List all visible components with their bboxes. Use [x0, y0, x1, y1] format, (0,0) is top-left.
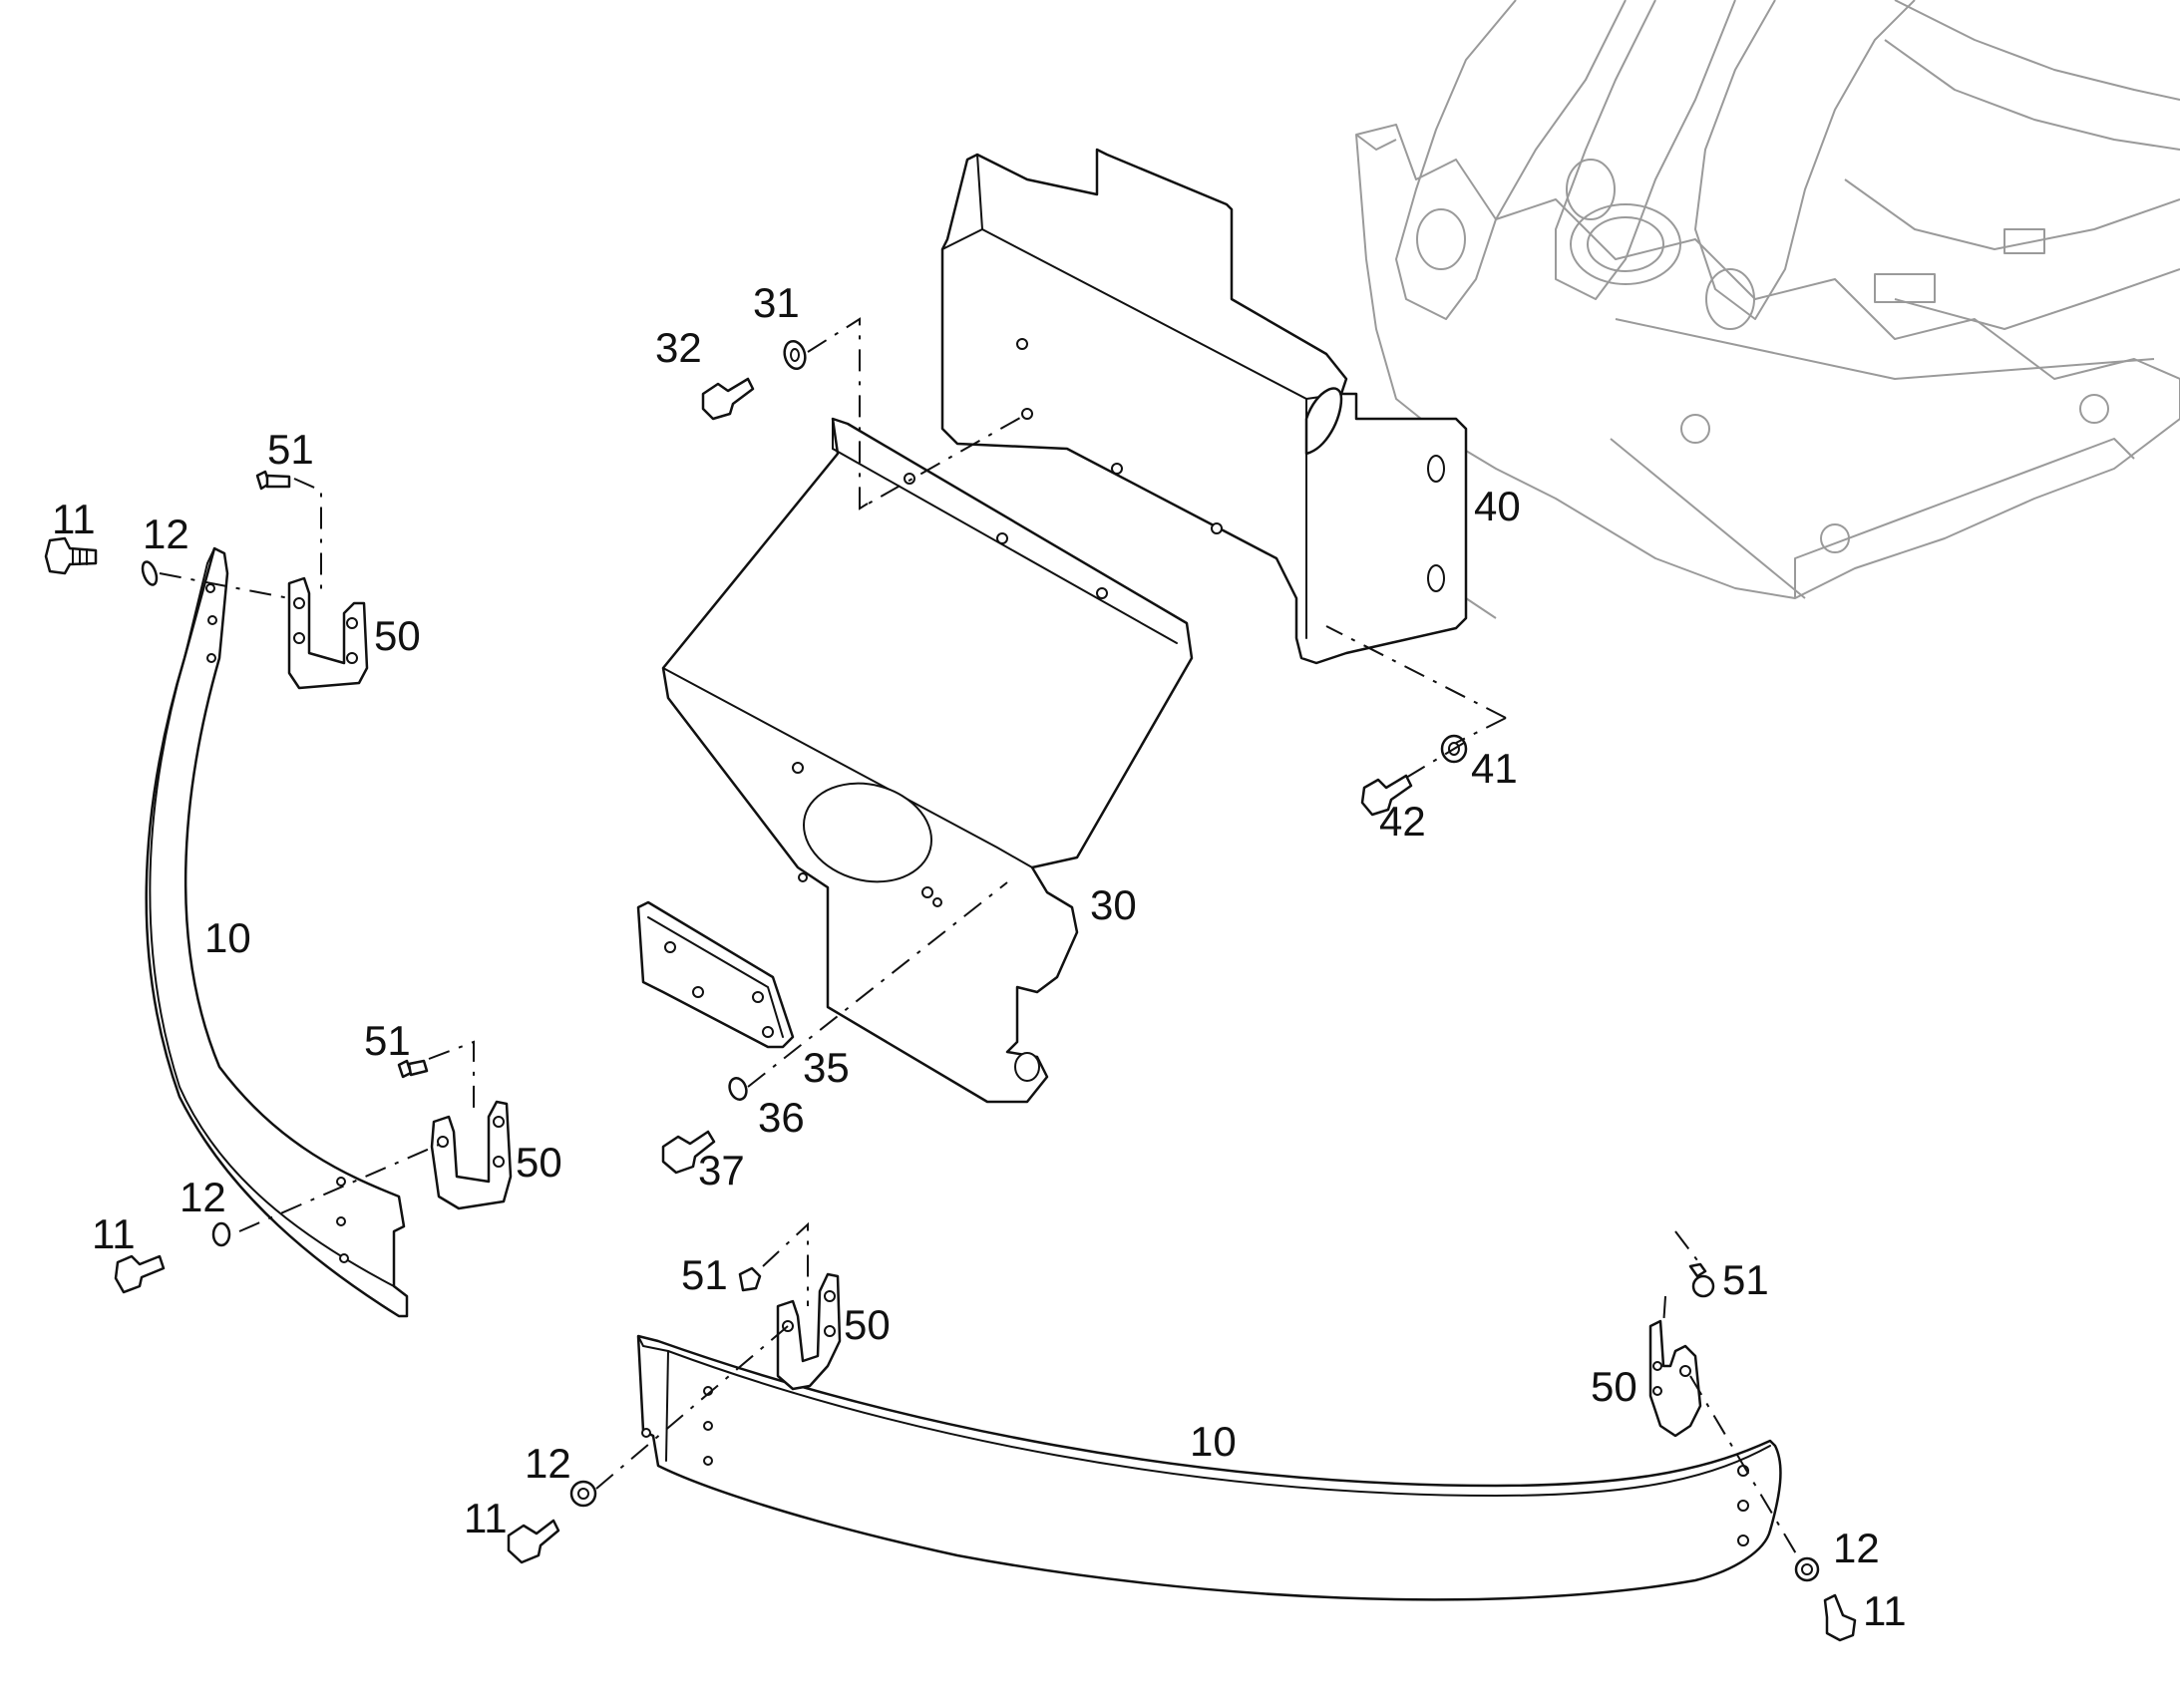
callout-bracket-mid-left: 50 [516, 1139, 562, 1186]
callout-washer-mid-left: 12 [180, 1174, 226, 1220]
bracket-bottom-right-50 [1648, 1319, 1702, 1438]
callout-bolt-top-left: 11 [52, 496, 96, 542]
callout-screw-top-left: 51 [267, 426, 314, 473]
bracket-top-left-50 [287, 576, 369, 690]
screw-bottom-left-51 [738, 1266, 762, 1292]
callout-washer-36: 36 [758, 1094, 805, 1141]
washer-31 [783, 339, 807, 371]
callout-screw-bottom-right: 51 [1722, 1256, 1769, 1303]
callout-washer-31: 31 [753, 279, 800, 326]
callout-washer-41: 41 [1471, 745, 1518, 792]
guard-strip-left-10 [145, 546, 409, 1318]
callout-bolt-32: 32 [655, 324, 702, 371]
callout-bolt-mid-left: 11 [92, 1210, 136, 1257]
callout-washer-bottom-right: 12 [1833, 1525, 1880, 1571]
callout-washer-top-left: 12 [143, 511, 189, 557]
callout-guard-strip-bottom: 10 [1190, 1418, 1237, 1465]
washer-mid-left-12 [211, 1221, 231, 1247]
bolt-top-left-11 [44, 536, 98, 575]
callout-cover-plate: 35 [803, 1044, 850, 1091]
washer-bottom-right-12 [1794, 1556, 1820, 1582]
callout-bolt-bottom-left: 11 [464, 1495, 508, 1541]
bolt-bottom-left-11 [507, 1519, 560, 1564]
machine-frame-illustration [1355, 0, 2180, 619]
assembly-lines [159, 317, 1801, 1561]
callout-bracket-bottom-left: 50 [844, 1301, 891, 1348]
screw-top-left-51 [255, 470, 291, 491]
bolt-32 [701, 377, 755, 421]
bolt-37 [661, 1130, 716, 1175]
bracket-mid-left-50 [430, 1100, 513, 1210]
guard-strip-bottom-10 [636, 1334, 1782, 1601]
callout-bracket-bottom-right: 50 [1591, 1363, 1637, 1410]
callout-rear-plate: 40 [1474, 483, 1521, 529]
callout-center-guard: 30 [1090, 881, 1137, 928]
rear-plate-40 [940, 148, 1468, 665]
callout-washer-bottom-left: 12 [525, 1440, 571, 1487]
callout-bolt-42: 42 [1379, 798, 1426, 845]
bracket-bottom-left-50 [776, 1272, 842, 1391]
callout-screw-bottom-left: 51 [681, 1251, 728, 1298]
callout-bolt-37: 37 [698, 1147, 745, 1194]
washer-36 [728, 1077, 748, 1101]
washer-bottom-left-12 [569, 1480, 597, 1508]
bolt-mid-left-11 [114, 1254, 166, 1294]
screw-bottom-right-51 [1688, 1262, 1715, 1298]
center-guard-30 [661, 417, 1194, 1104]
callout-guard-strip-left: 10 [204, 914, 251, 961]
callout-bracket-top-left: 50 [374, 612, 421, 659]
callout-bolt-bottom-right: 11 [1863, 1587, 1907, 1634]
bolt-bottom-right-11 [1823, 1593, 1857, 1642]
bolt-42 [1360, 774, 1413, 817]
callout-labels: 10 10 11 12 11 12 11 12 11 12 30 31 32 3… [52, 279, 1907, 1634]
cover-plate-35 [636, 900, 795, 1049]
screw-mid-left-51 [397, 1059, 429, 1079]
washer-top-left-12 [141, 560, 159, 586]
callout-screw-mid-left: 51 [364, 1017, 411, 1064]
